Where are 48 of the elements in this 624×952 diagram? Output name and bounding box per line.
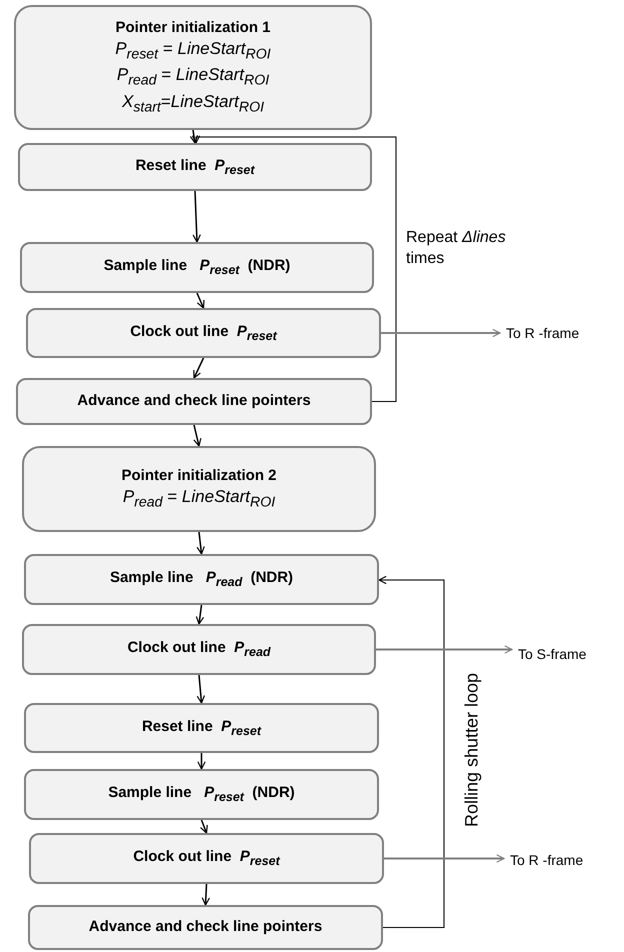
- arrow: [378, 576, 444, 928]
- arrow: [192, 135, 396, 402]
- output-label: To S-frame: [518, 643, 618, 665]
- box-text: Clock out line P$_{reset}$: [133, 847, 280, 870]
- process-box: [24, 703, 379, 753]
- process-box: [24, 554, 379, 605]
- box-text: Reset line P$_{reset}$: [135, 156, 255, 178]
- arrow: [196, 604, 204, 625]
- box-heading: Pointer initialization 2: [121, 466, 277, 486]
- formula: P$_{read}$ = LineStart$_{ROI}$: [116, 64, 270, 91]
- box-heading: Pointer initialization 1: [115, 18, 271, 38]
- process-box: [20, 242, 374, 293]
- output-label: To R -frame: [510, 849, 620, 871]
- arrow: [376, 645, 513, 654]
- arrow: [190, 130, 198, 144]
- box-text: Sample line P$_{reset}$ (NDR): [104, 256, 290, 279]
- formula: P$_{reset}$ = LineStart$_{ROI}$: [115, 38, 271, 64]
- box-text: Reset line P$_{reset}$: [142, 716, 262, 740]
- process-box: [22, 446, 376, 532]
- arrow: [196, 532, 205, 555]
- formula: P$_{read}$ = LineStart$_{ROI}$: [122, 486, 276, 512]
- arrow: [202, 884, 210, 906]
- arrow: [196, 674, 206, 704]
- box-text: Clock out line P$_{read}$: [127, 638, 271, 661]
- process-box: [24, 769, 379, 820]
- box-text: Clock out line P$_{reset}$: [130, 322, 277, 344]
- box-text: Advance and check line pointers: [77, 391, 311, 412]
- process-box: [26, 308, 381, 358]
- process-box: [22, 624, 376, 675]
- process-box: [14, 5, 372, 130]
- process-box: [16, 378, 372, 425]
- box-text: Advance and check line pointers: [88, 917, 322, 938]
- arrow: [200, 820, 208, 834]
- process-box: [18, 143, 372, 191]
- output-label: To R -frame: [506, 322, 616, 344]
- process-box: [28, 905, 383, 950]
- arrow: [193, 358, 204, 379]
- arrow: [197, 753, 206, 770]
- arrow: [381, 328, 501, 338]
- edge-label: Rolling shutter loop: [460, 672, 482, 828]
- arrow: [196, 292, 205, 309]
- box-text: Sample line P$_{reset}$ (NDR): [108, 783, 295, 806]
- formula: X$_{start}$=LineStart$_{ROI}$: [122, 90, 264, 118]
- process-box: [29, 833, 384, 884]
- arrow: [384, 854, 505, 863]
- arrow: [193, 424, 202, 447]
- box-text: Sample line P$_{read}$ (NDR): [110, 568, 294, 591]
- arrow: [192, 190, 201, 243]
